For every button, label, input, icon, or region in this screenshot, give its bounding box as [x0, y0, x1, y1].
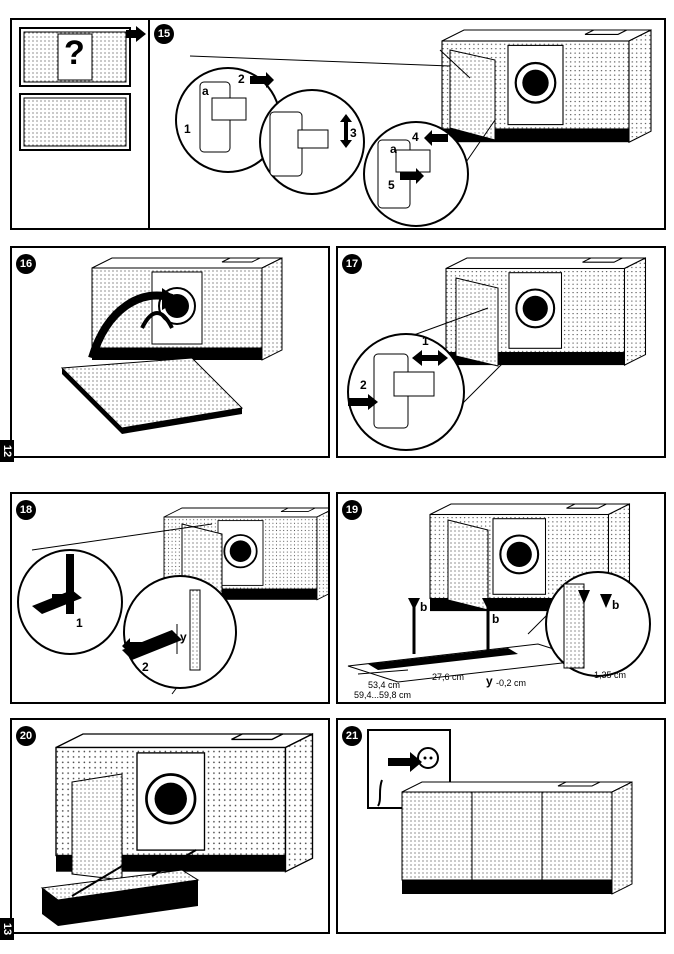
step-20-panel: 20: [10, 718, 330, 934]
step-badge-21: 21: [342, 726, 362, 746]
label-1: 1: [184, 122, 191, 136]
step-17-panel: 17 1 2: [336, 246, 666, 458]
label-1: 1: [422, 334, 429, 348]
step-15-illustration: [150, 20, 666, 230]
zoom-fixing: [546, 572, 650, 676]
dimension-1-35: 1,35 cm: [594, 670, 626, 680]
step-badge-19: 19: [342, 500, 362, 520]
socket-icon: [418, 748, 438, 768]
label-a-1: a: [202, 84, 209, 98]
step-16-illustration: [12, 248, 330, 458]
arrow-right-icon: [126, 26, 148, 42]
dimension-y-tolerance: -0,2 cm: [496, 678, 526, 688]
question-mark: ?: [64, 34, 85, 73]
step-15-panel: 15 a 1 2 3 4 a 5: [148, 18, 666, 230]
step-18-panel: 18 1 2 y: [10, 492, 330, 704]
step-21-panel: 21: [336, 718, 666, 934]
step-20-illustration: [12, 720, 330, 934]
step-18-illustration: [12, 494, 330, 704]
dimension-59-4-59-8: 59,4...59,8 cm: [354, 690, 411, 700]
step-19-panel: 19 b b b 27,6 cm 53,4 cm 59,4...59,8 cm …: [336, 492, 666, 704]
label-y: y: [486, 674, 493, 688]
label-3: 3: [350, 126, 357, 140]
dimension-53-4: 53,4 cm: [368, 680, 400, 690]
label-a-2: a: [390, 142, 397, 156]
dimension-27-6: 27,6 cm: [432, 672, 464, 682]
label-b-1: b: [420, 600, 427, 614]
step-16-panel: 16: [10, 246, 330, 458]
label-1: 1: [76, 616, 83, 630]
step-badge-16: 16: [16, 254, 36, 274]
page-number-12: 12: [0, 440, 14, 462]
step-badge-18: 18: [16, 500, 36, 520]
label-2: 2: [238, 72, 245, 86]
step-21-illustration: [338, 720, 666, 934]
step-badge-15: 15: [154, 24, 174, 44]
step-badge-17: 17: [342, 254, 362, 274]
label-4: 4: [412, 130, 419, 144]
label-b-3: b: [612, 598, 619, 612]
intro-panel: ?: [10, 18, 150, 230]
step-17-illustration: [338, 248, 666, 458]
step-badge-20: 20: [16, 726, 36, 746]
page-number-13: 13: [0, 918, 14, 940]
label-y: y: [180, 630, 187, 644]
label-2: 2: [360, 378, 367, 392]
label-2: 2: [142, 660, 149, 674]
label-b-2: b: [492, 612, 499, 626]
label-5: 5: [388, 178, 395, 192]
